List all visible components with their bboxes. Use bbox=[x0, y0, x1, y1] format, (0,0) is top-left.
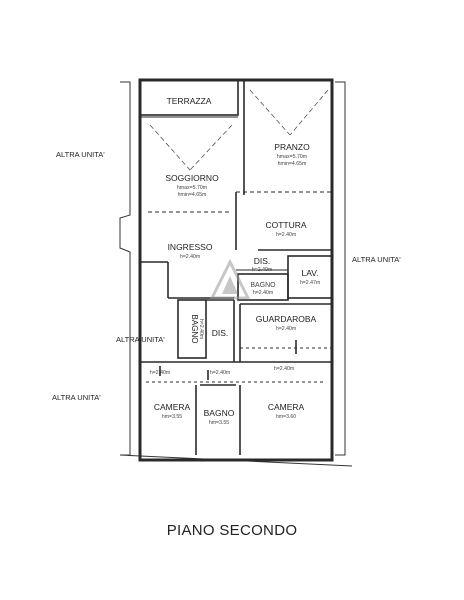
outside-labels: ALTRA UNITA' ALTRA UNITA' ALTRA UNITA' A… bbox=[52, 150, 401, 402]
room-pranzo-label: PRANZO bbox=[274, 142, 310, 152]
corridor-left-height: h=2.40m bbox=[150, 370, 170, 376]
room-guardaroba-height: h=2.40m bbox=[276, 326, 296, 332]
interior-walls bbox=[139, 79, 333, 455]
room-dis-upper-height: h=2.40m bbox=[252, 267, 272, 273]
room-terrazza-label: TERRAZZA bbox=[167, 96, 212, 106]
room-lav-label: LAV. bbox=[301, 268, 318, 278]
room-labels: TERRAZZA PRANZO hmax=5.70m hmin=4.65m SO… bbox=[150, 96, 320, 426]
room-bagno-bottom-label: BAGNO bbox=[204, 408, 235, 418]
room-lav-height: h=2.47m bbox=[300, 280, 320, 286]
room-ingresso-height: h=2.40m bbox=[180, 254, 200, 260]
plan-title: PIANO SECONDO bbox=[166, 522, 298, 539]
room-soggiorno-hmin: hmin=4.65m bbox=[178, 192, 207, 198]
room-soggiorno-hmax: hmax=5.70m bbox=[177, 185, 207, 191]
room-pranzo-hmax: hmax=5.70m bbox=[277, 154, 307, 160]
room-bagno-vertical-height: h=2.40m bbox=[198, 319, 204, 339]
room-camera-left-label: CAMERA bbox=[154, 402, 191, 412]
room-bagno-small-height: h=2.40m bbox=[253, 290, 273, 296]
room-ingresso-label: INGRESSO bbox=[168, 242, 213, 252]
corridor-right-height: h=2.40m bbox=[274, 366, 294, 372]
room-cottura-height: h=2.40m bbox=[276, 232, 296, 238]
door-marks bbox=[159, 340, 297, 380]
room-dis-lower-label: DIS. bbox=[212, 328, 229, 338]
room-camera-right-height: hm=3.60 bbox=[276, 414, 296, 420]
room-camera-left-height: hm=3.55 bbox=[162, 414, 182, 420]
room-soggiorno-label: SOGGIORNO bbox=[165, 173, 219, 183]
room-guardaroba-label: GUARDAROBA bbox=[256, 314, 317, 324]
room-cottura-label: COTTURA bbox=[265, 220, 306, 230]
triangle-logo-icon bbox=[209, 258, 251, 300]
room-bagno-vertical-label: BAGNO bbox=[190, 315, 199, 344]
altra-unita-middle-left: ALTRA UNITA' bbox=[116, 335, 165, 344]
altra-unita-top-left: ALTRA UNITA' bbox=[56, 150, 105, 159]
altra-unita-bottom-left: ALTRA UNITA' bbox=[52, 393, 101, 402]
room-bagno-bottom-height: hm=3.55 bbox=[209, 420, 229, 426]
corridor-mid-height: h=2.40m bbox=[210, 370, 230, 376]
room-dis-upper-label: DIS. bbox=[254, 256, 271, 266]
room-camera-right-label: CAMERA bbox=[268, 402, 305, 412]
altra-unita-right: ALTRA UNITA' bbox=[352, 255, 401, 264]
roof-slope-lines bbox=[149, 89, 329, 171]
room-bagno-small-label: BAGNO bbox=[250, 282, 276, 289]
room-pranzo-hmin: hmin=4.65m bbox=[278, 161, 307, 167]
